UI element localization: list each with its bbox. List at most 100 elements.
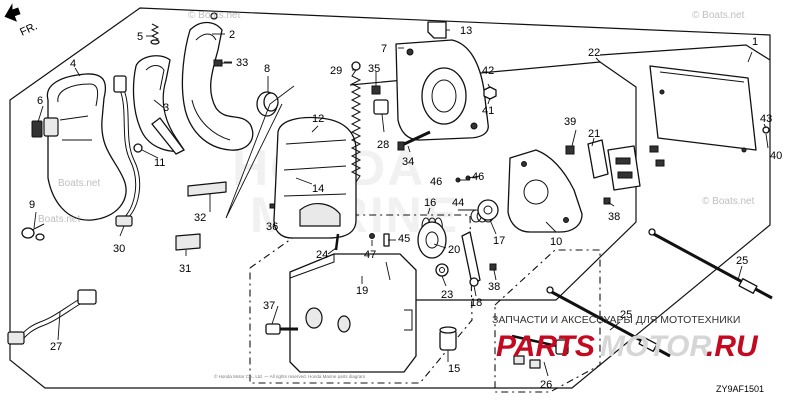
bolt-part-11 [133,143,143,153]
cable-end-kit-part [511,334,569,369]
callout-46-right: 46 [472,171,484,183]
nut-part-38-lower [489,263,497,271]
grip-half-part [181,12,254,151]
callout-8: 8 [264,63,270,75]
callout-13: 13 [460,25,472,37]
shop-tagline: ЗАПЧАСТИ И АКСЕССУАРЫ ДЛЯ МОТОТЕХНИКИ [492,314,740,326]
control-cable-upper [648,228,773,300]
copyright-text: © Honda Motor Co., Ltd. — All rights res… [214,373,365,379]
callout-33: 33 [236,57,248,69]
callout-43: 43 [760,113,772,125]
callout-16: 16 [424,197,436,209]
callout-31: 31 [179,263,191,275]
lever-bracket-part [607,145,641,191]
shop-brand-part3: .RU [706,330,759,363]
collar-part-15 [439,326,457,351]
callout-41: 41 [482,105,494,117]
callout-18: 18 [470,297,482,309]
direction-label: FR. [18,20,39,38]
callout-34: 34 [402,156,414,168]
label-plate-part [175,233,201,251]
screw-part-35 [371,85,381,95]
gear-part [477,199,499,221]
callout-40: 40 [770,150,782,162]
watermark-top-right: © Boats.net [692,10,745,21]
bracket-part-13 [427,21,447,39]
cam-disc-part [417,221,447,259]
callout-1: 1 [752,36,758,48]
leader-lines [33,29,769,377]
callout-25-upper: 25 [736,255,748,267]
callout-3: 3 [163,102,169,114]
grip-frame-part [132,55,185,155]
boats-net-watermarks: © Boats.net © Boats.net © Boats.net Boat… [38,10,755,225]
callout-10: 10 [550,236,562,248]
callout-29: 29 [330,65,342,77]
base-plate-part [395,39,489,141]
callout-20: 20 [448,244,460,256]
friction-plate-part [507,149,583,233]
callout-25-lower: 25 [620,309,632,321]
callout-5: 5 [137,31,143,43]
pin-part-46 [455,175,471,183]
nut-part-23 [435,263,449,277]
callout-44: 44 [452,197,464,209]
callout-35: 35 [368,63,380,75]
screw-part-33 [213,59,232,67]
watermark-left: Boats.net [58,178,100,189]
spring-part-5 [150,23,160,45]
callout-46-left: 46 [430,176,442,188]
lower-housing-part [289,233,417,373]
callout-19: 19 [356,285,368,297]
collar-part [256,91,279,117]
callout-26: 26 [540,379,552,391]
callout-7: 7 [381,43,387,55]
bushing-part [373,99,389,115]
screw-part-9 [21,223,45,241]
callout-27: 27 [50,341,62,353]
grip-cover-part [43,73,127,221]
bolt-part-34 [397,130,431,151]
bolt-part-39 [565,145,575,155]
bolt-group-right [649,145,665,167]
plate-part-32 [187,181,227,197]
watermark-right: © Boats.net [702,196,755,207]
nut-part-42 [483,86,497,100]
callout-37: 37 [263,300,275,312]
trim-switch-tab-part [31,120,43,138]
callout-4: 4 [70,58,76,70]
figure-code: ZY9AF1501 [716,384,764,394]
control-cable-lower [546,286,671,358]
callout-32: 32 [194,212,206,224]
sub-harness-part [7,289,97,345]
callout-2: 2 [229,29,235,41]
callout-9: 9 [29,199,35,211]
shop-watermark: ЗАПЧАСТИ И АКСЕССУАРЫ ДЛЯ МОТОТЕХНИКИ PA… [492,314,759,363]
callout-45: 45 [398,233,410,245]
callout-38-upper: 38 [608,211,620,223]
callout-14: 14 [312,183,324,195]
lever-part [587,139,609,179]
pin-part-47 [369,233,375,239]
callout-12: 12 [312,113,324,125]
callout-23: 23 [441,289,453,301]
watermark-left-lower: Boats.net [38,214,80,225]
nut-part-38-upper [603,197,611,205]
callout-17: 17 [493,235,505,247]
callout-28: 28 [377,139,389,151]
callout-39: 39 [564,116,576,128]
bolt-part-37 [265,323,298,335]
callout-6: 6 [37,95,43,107]
shop-brand-part1: PARTS [496,330,595,363]
callout-11: 11 [154,157,165,169]
callout-38-lower: 38 [488,281,500,293]
callout-30: 30 [113,243,125,255]
callout-22: 22 [588,47,600,59]
callout-21: 21 [588,128,600,140]
callout-15: 15 [448,363,460,375]
shop-brand-part2: MOTOR [600,330,711,363]
callout-36: 36 [266,221,278,233]
callout-labels: 1 2 3 4 5 6 7 8 9 10 11 12 13 14 15 16 1… [29,25,782,391]
cover-plate-part [649,65,757,153]
